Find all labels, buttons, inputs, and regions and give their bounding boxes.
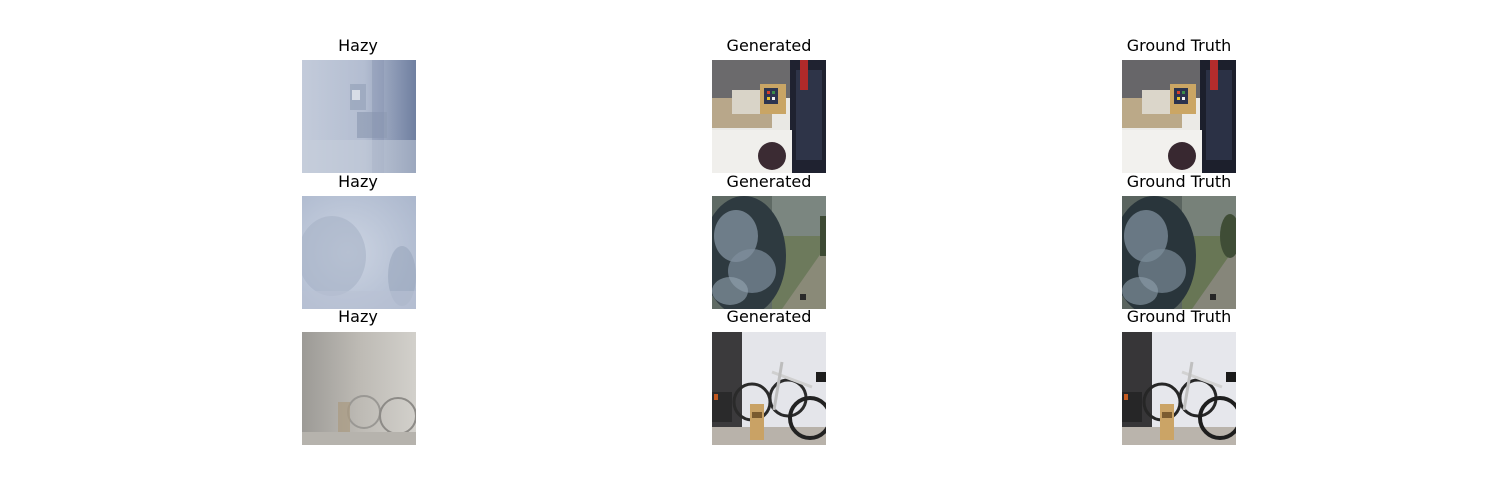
generated-image-desk [712,60,826,173]
generated-image-bicycles [712,332,826,445]
ground-truth-image-desk [1122,60,1236,173]
ground-truth-image-bicycles [1122,332,1236,445]
hazy-title: Hazy [338,36,378,55]
hazy-image-desk [302,60,416,173]
hazy-title: Hazy [338,172,378,191]
generated-title: Generated [726,307,812,326]
ground-truth-title: Ground Truth [1126,172,1232,191]
hazy-image-tree [302,196,416,309]
hazy-title: Hazy [338,307,378,326]
generated-title: Generated [726,172,812,191]
ground-truth-title: Ground Truth [1126,36,1232,55]
generated-image-tree [712,196,826,309]
ground-truth-title: Ground Truth [1126,307,1232,326]
hazy-image-bicycles [302,332,416,445]
generated-title: Generated [726,36,812,55]
ground-truth-image-tree [1122,196,1236,309]
